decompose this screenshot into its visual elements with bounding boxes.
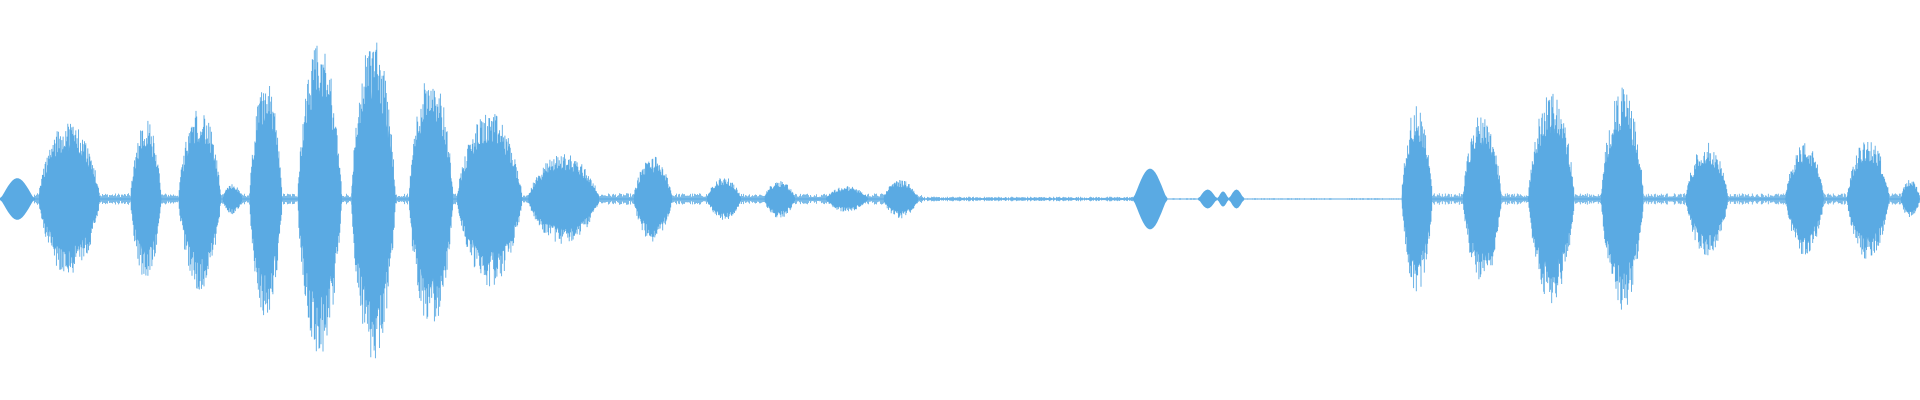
waveform-segment-body-18	[1217, 191, 1229, 207]
waveform-segment-spikes-14	[825, 186, 868, 212]
waveform-segment-spikes-1	[38, 123, 100, 273]
waveform-noise-1	[921, 196, 1133, 202]
waveform-segment-1	[38, 123, 100, 273]
waveform-segment-body-16	[1132, 168, 1168, 230]
waveform-segment-27	[1900, 180, 1920, 217]
waveform-segment-spikes-6	[297, 45, 342, 352]
waveform-segment-body-17	[1198, 189, 1218, 209]
waveform-segment-spikes-21	[1463, 117, 1502, 280]
waveform-segment-23	[1601, 87, 1644, 310]
waveform-segment-spikes-10	[528, 154, 599, 244]
waveform-segment-2	[130, 120, 162, 276]
waveform-segment-22	[1528, 93, 1575, 304]
waveform-segment-spikes-23	[1601, 87, 1644, 310]
waveform-segment-spikes-11	[633, 156, 672, 242]
waveform-segment-26	[1847, 142, 1890, 259]
waveform-segment-spikes-24	[1685, 142, 1728, 256]
waveform-segment-3	[178, 110, 221, 290]
waveform-segment-0	[0, 178, 35, 220]
waveform-segment-13	[764, 181, 795, 218]
waveform-segment-spikes-26	[1847, 142, 1890, 259]
waveform-segment-spikes-13	[764, 181, 795, 218]
waveform-segment-spikes-2	[130, 120, 162, 276]
waveform-segment-9	[457, 114, 523, 287]
waveform-segment-spikes-12	[706, 178, 741, 220]
waveform-segment-spikes-5	[249, 86, 283, 316]
waveform-segment-21	[1463, 117, 1502, 280]
waveform-segment-25	[1785, 143, 1824, 255]
waveform-segment-spikes-8	[409, 83, 453, 322]
waveform-segment-15	[883, 180, 918, 219]
waveform-segment-5	[249, 86, 283, 316]
waveform-segment-17	[1198, 189, 1218, 209]
waveform-segment-8	[409, 83, 454, 322]
waveform-segment-10	[528, 154, 599, 244]
waveform-segment-spikes-25	[1785, 143, 1824, 255]
waveform-segment-spikes-22	[1528, 93, 1575, 304]
waveform-segment-body-0	[0, 178, 35, 220]
waveform-segment-7	[351, 42, 396, 359]
waveform-segment-spikes-7	[351, 42, 396, 359]
waveform-segment-11	[633, 156, 672, 242]
waveform-segment-spikes-20	[1401, 106, 1433, 292]
waveform-segment-24	[1685, 142, 1728, 256]
waveform-segment-spikes-3	[178, 110, 221, 290]
waveform-segment-19	[1228, 189, 1245, 209]
waveform-segment-spikes-27	[1901, 180, 1920, 217]
waveform-segment-spikes-4	[222, 184, 242, 215]
waveform-segment-20	[1401, 106, 1433, 292]
waveform-segment-14	[825, 186, 868, 212]
waveform-segment-12	[706, 178, 742, 220]
waveform-segment-spikes-9	[457, 114, 523, 287]
waveform-segments	[0, 42, 1920, 359]
waveform-segment-18	[1217, 191, 1229, 207]
waveform-segment-16	[1132, 168, 1168, 230]
waveform-segment-4	[222, 184, 242, 215]
waveform-segment-spikes-15	[883, 180, 918, 219]
waveform-segment-6	[297, 45, 342, 352]
waveform-segment-body-19	[1228, 189, 1245, 209]
